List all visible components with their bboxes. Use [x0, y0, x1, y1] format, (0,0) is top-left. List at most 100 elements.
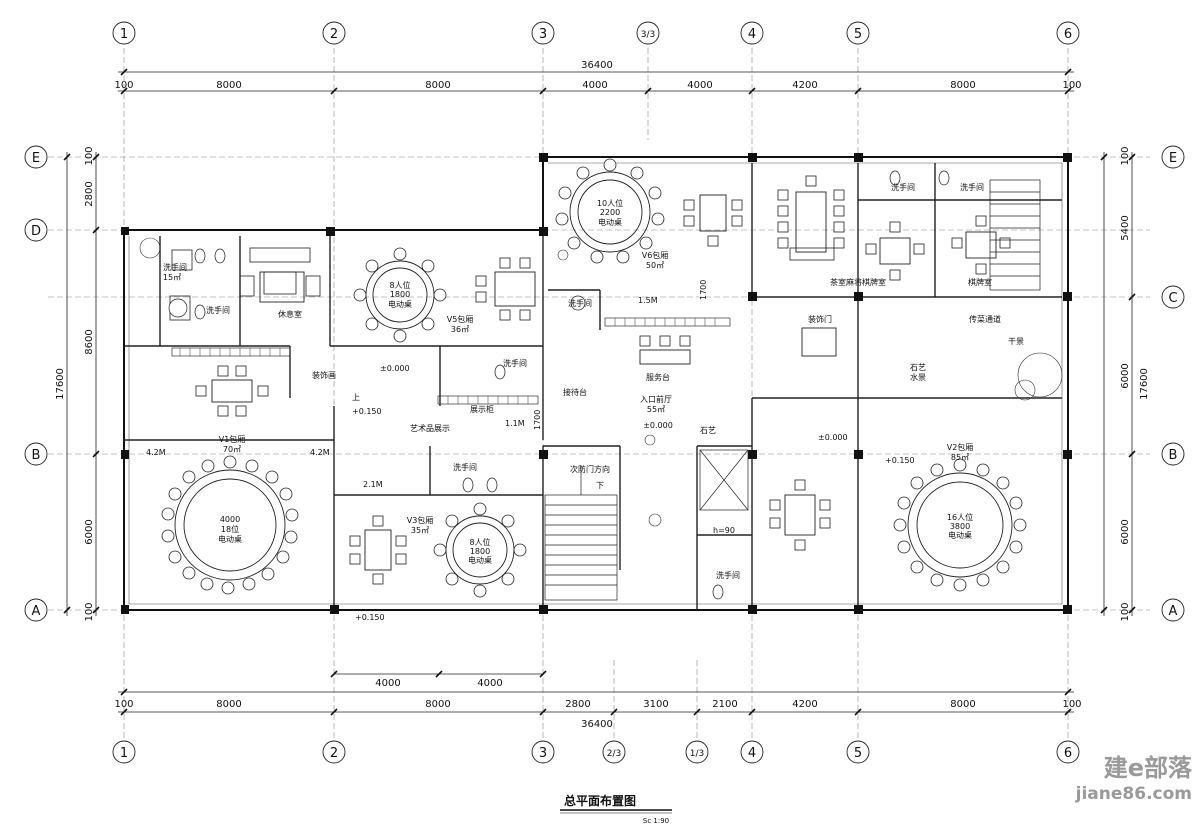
note-level-5: ±0.000: [818, 433, 848, 442]
right-dim-edge-bottom: 100: [1120, 602, 1131, 621]
axis-bottom-6: 6: [1064, 746, 1072, 761]
axis-right-a: A: [1169, 604, 1178, 619]
axis-bubbles: [24, 21, 1185, 764]
axis-left-e: E: [32, 151, 40, 166]
label-wash-left-area: 15㎡: [163, 273, 181, 282]
right-dim-span-3: 6000: [1120, 519, 1131, 544]
top-dim-span-1: 8000: [216, 80, 241, 91]
plants: [139, 237, 1063, 527]
bottom-dim-span-6: 4200: [792, 699, 817, 710]
bottom-dim-span-4: 3100: [643, 699, 668, 710]
note-deco-door: 装饰门: [808, 314, 832, 324]
label-v1-table: 18位: [221, 524, 239, 534]
axis-bottom-1-3: 1/3: [690, 749, 704, 759]
label-v6-table: 10人位: [597, 198, 623, 208]
label-wash-mid2: 洗手间: [503, 358, 527, 368]
square-chairs: [195, 175, 1011, 585]
bottom-dim-edge-left: 100: [114, 699, 133, 710]
label-v2-table: 16人位: [947, 512, 973, 522]
note-display-cabinet: 展示柜: [470, 404, 494, 414]
top-dim-span-4: 4000: [687, 80, 712, 91]
note-up: 上: [352, 393, 360, 402]
dining-tables: [174, 171, 1013, 585]
note-stone-1: 石艺: [700, 426, 716, 435]
label-v1-area: 70㎡: [223, 445, 241, 454]
note-painting: 装饰画: [312, 370, 336, 380]
label-v6: V6包厢: [642, 250, 669, 260]
label-v5-table: 8人位: [389, 280, 410, 290]
top-dim-span-6: 8000: [950, 80, 975, 91]
annotations: ±0.000 +0.150 +0.150 +0.150 ±0.000 装饰画 艺…: [146, 280, 1024, 622]
label-wash-east: 洗手间: [716, 570, 740, 580]
exterior-walls: [123, 156, 1069, 611]
axis-right-c: C: [1168, 291, 1177, 306]
label-v1-type: 电动桌: [218, 534, 242, 544]
axis-top-6: 6: [1064, 27, 1072, 42]
restroom-fixtures: [168, 170, 950, 600]
label-v1: V1包厢: [219, 434, 246, 444]
label-v2-type: 电动桌: [948, 530, 972, 540]
label-v6-area: 50㎡: [646, 261, 664, 270]
elevator: [699, 449, 749, 511]
staircase: [544, 465, 618, 601]
top-dimension-texts: 36400 100 100 8000 8000 4000 4000 4200 8…: [114, 60, 1081, 91]
bottom-dimension-texts: 4000 4000 100 100 8000 8000 2800 3100 21…: [114, 678, 1081, 730]
left-dim-span-1: 2800: [84, 181, 95, 206]
curtain-wall: [128, 162, 1063, 605]
note-level-3: +0.150: [885, 456, 915, 465]
axis-top-3: 3: [539, 27, 547, 42]
note-level-4: +0.150: [355, 613, 385, 622]
axis-bottom-4: 4: [748, 746, 756, 761]
v1-table: [174, 469, 286, 581]
right-dim-span-2: 6000: [1120, 363, 1131, 388]
columns: [121, 153, 1072, 614]
bottom-dim-sub-2: 4000: [477, 678, 502, 689]
left-dim-total: 17600: [55, 368, 66, 400]
label-v6-type: 电动桌: [598, 217, 622, 227]
axis-top-1: 1: [120, 27, 128, 42]
label-corridor: 传菜通道: [969, 314, 1001, 324]
note-level-1: ±0.000: [380, 364, 410, 373]
bottom-dim-span-7: 8000: [950, 699, 975, 710]
label-wash-small: 洗手间: [206, 305, 230, 315]
left-dimension-texts: 17600 100 2800 8600 6000 100: [55, 146, 95, 621]
drawing-title: 总平面布置图: [564, 793, 636, 808]
label-v2: V2包厢: [947, 442, 974, 452]
rect-tables: [211, 191, 997, 571]
chairs: [161, 158, 1027, 598]
label-tea: 茶室麻将棋牌室: [830, 277, 886, 287]
axis-top-2: 2: [330, 27, 338, 42]
note-2m1: 2.1M: [363, 480, 383, 489]
label-v3-type: 电动桌: [468, 555, 492, 565]
interior-walls: [124, 163, 1062, 610]
axis-bottom-1: 1: [120, 746, 128, 761]
axis-bottom-2: 2: [330, 746, 338, 761]
right-dim-span-1: 5400: [1120, 215, 1131, 240]
note-1700-a: 1700: [699, 280, 708, 300]
label-v3: V3包厢: [407, 515, 434, 525]
note-4m2-a: 4.2M: [146, 448, 166, 457]
label-lobby-area: 55㎡: [647, 405, 665, 414]
label-door-dir: 次防门方向: [570, 464, 610, 474]
left-dim-edge-bottom: 100: [84, 602, 95, 621]
stairs-right: [989, 179, 1041, 291]
axis-right-e: E: [1169, 151, 1177, 166]
right-dimension-texts: 100 5400 6000 6000 100 17600: [1120, 146, 1150, 621]
bottom-dim-edge-right: 100: [1062, 699, 1081, 710]
grid-lines: [48, 48, 1150, 740]
label-v5: V5包厢: [447, 314, 474, 324]
label-service: 服务台: [646, 372, 670, 382]
label-v5-type: 电动桌: [388, 299, 412, 309]
axis-bottom-3: 3: [539, 746, 547, 761]
label-lobby: 入口前厅: [640, 394, 672, 404]
cabinet-hatching: [179, 318, 716, 404]
axis-left-d: D: [31, 224, 41, 239]
drawing-scale: Sc 1:90: [643, 817, 669, 825]
dimension-ticks: [63, 68, 1136, 716]
note-water-scape: 水景: [910, 372, 926, 382]
label-v3-area: 35㎡: [411, 526, 429, 535]
dimension-lines: [66, 71, 1133, 713]
label-v3-table: 8人位: [469, 537, 490, 547]
bottom-dim-span-5: 2100: [712, 699, 737, 710]
